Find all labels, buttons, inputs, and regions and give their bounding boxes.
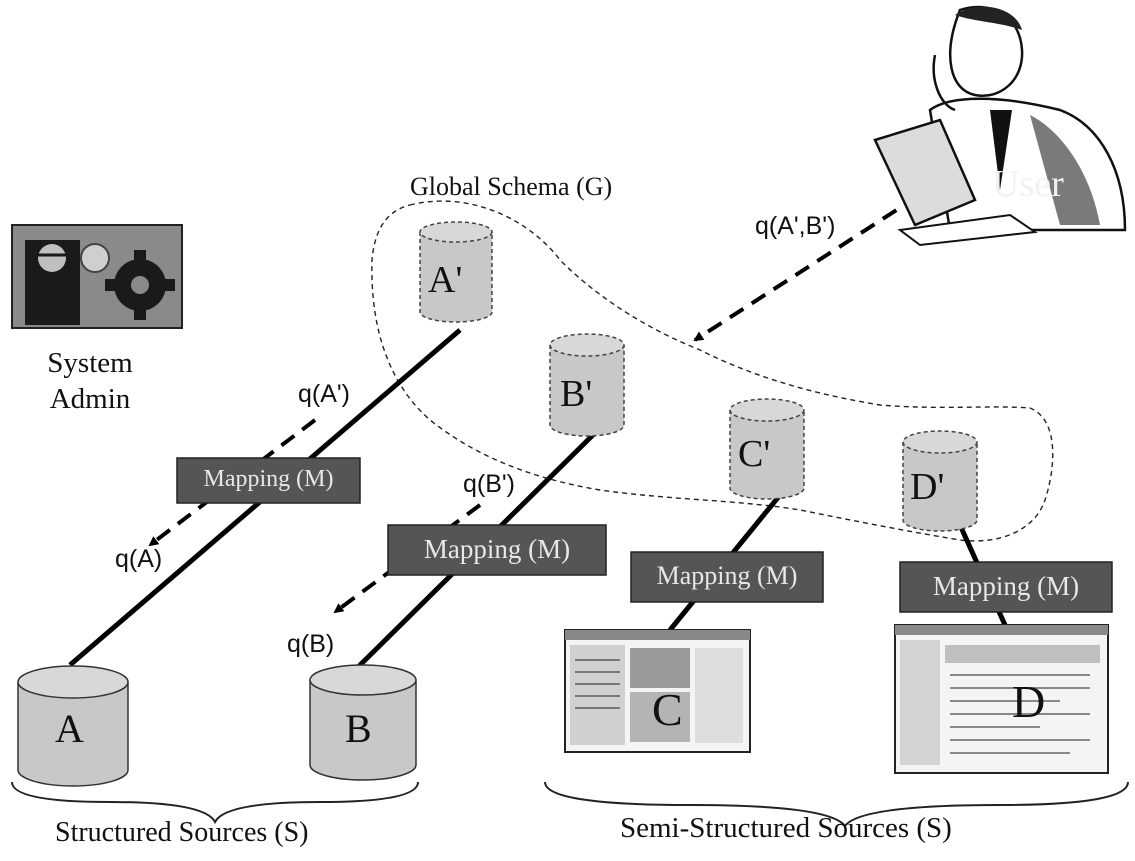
qb-label: q(B) (287, 630, 335, 658)
structured-sources-label: Structured Sources (S) (55, 817, 309, 848)
mapping-label-a: Mapping (M) (203, 466, 334, 492)
mapping-label-d: Mapping (M) (932, 571, 1080, 601)
mapping-box-b (387, 524, 607, 576)
node-b: B (345, 706, 372, 751)
semi-structured-sources-label: Semi-Structured Sources (S) (620, 812, 952, 844)
arrow-q-a (148, 418, 317, 547)
qb-prime-label: q(B') (463, 470, 516, 498)
node-b-prime: B' (560, 373, 593, 415)
brace-semi-structured (544, 781, 1129, 828)
mapping-box-c (630, 551, 824, 603)
user-icon (873, 5, 1127, 247)
global-schema-boundary (371, 200, 1054, 542)
system-admin-line2: Admin (49, 383, 131, 415)
mapping-label-b: Mapping (M) (423, 534, 571, 564)
cylinder-a-prime (419, 221, 493, 323)
node-c: C (652, 684, 683, 735)
node-d: D (1012, 676, 1046, 727)
webpage-d (894, 624, 1109, 774)
system-admin-label: System Admin (30, 345, 150, 417)
node-c-prime: C' (738, 433, 771, 475)
cylinder-b-prime (549, 333, 625, 437)
cylinder-d-prime (902, 430, 978, 532)
qa-label: q(A) (115, 545, 163, 573)
node-d-prime: D' (910, 466, 945, 508)
brace-structured (11, 781, 419, 825)
system-admin-line1: System (47, 347, 133, 379)
mapping-label-c: Mapping (M) (656, 561, 798, 590)
node-a: A (55, 706, 84, 751)
user-query-label: q(A',B') (755, 212, 836, 240)
cylinder-c-prime (729, 398, 805, 500)
node-a-prime: A' (428, 259, 463, 301)
system-admin-icon (11, 224, 183, 329)
mapping-box-d (899, 561, 1113, 613)
cylinder-b (309, 664, 417, 781)
arrow-user-query (693, 180, 942, 342)
webpage-c (564, 629, 751, 753)
mapping-box-a (176, 457, 361, 504)
qa-prime-label: q(A') (298, 380, 351, 408)
user-label: User (992, 163, 1064, 205)
global-schema-label: Global Schema (G) (410, 172, 613, 201)
cylinder-a (17, 665, 129, 787)
